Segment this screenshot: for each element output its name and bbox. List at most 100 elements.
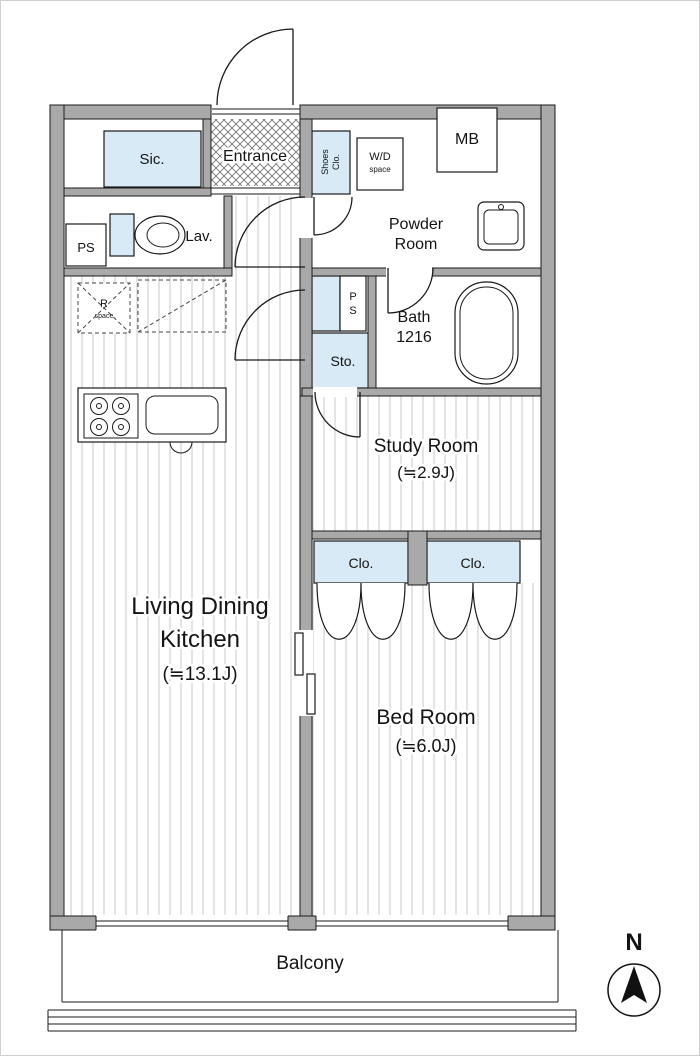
sic-label: Sic. <box>139 151 164 168</box>
ldk-size-label: (≒13.1J) <box>162 664 237 685</box>
balcony-windows <box>95 915 509 931</box>
study-room-label: Study Room <box>374 436 479 457</box>
room-labels: Sic. Entrance Shoes Clo. W/D space MB Po… <box>77 131 485 974</box>
kitchen-sink <box>145 395 219 435</box>
pipe-space-mid <box>339 275 367 332</box>
wall-segment <box>49 104 65 931</box>
wd-label: W/D <box>369 151 390 163</box>
cabinet-space <box>137 279 227 333</box>
stove-burner <box>90 418 108 436</box>
bedroom-sliding-door-panel <box>294 632 304 676</box>
closet-folding-door <box>360 582 406 640</box>
r-space-label: R <box>100 298 108 310</box>
counter-detail <box>169 441 193 454</box>
wall-segment <box>540 104 556 931</box>
north-compass: N <box>607 929 661 1017</box>
flooring-hatch <box>64 196 541 916</box>
closet-right-label: Clo. <box>461 555 486 571</box>
stove-burner-center <box>96 424 102 430</box>
entrance-tile-floor <box>211 119 300 186</box>
wall-segment <box>63 267 233 277</box>
study-door-opening <box>313 387 357 397</box>
wall-segment <box>49 104 212 120</box>
mb-label: MB <box>455 131 479 148</box>
hall-door-swing <box>234 196 306 268</box>
compass-north-label: N <box>625 929 642 956</box>
stove-burner-center <box>118 424 124 430</box>
toilet-bowl <box>134 215 186 255</box>
closet-left-label: Clo. <box>349 555 374 571</box>
hall-nook <box>311 275 341 332</box>
stove-burner-center <box>96 403 102 409</box>
bath-door-opening <box>386 267 432 277</box>
cabinet-space-diagonal <box>137 279 227 333</box>
powder-room-label: Powder <box>389 216 444 233</box>
wall-segment <box>367 275 377 389</box>
study-floor <box>312 396 541 531</box>
stove-burner-center <box>118 403 124 409</box>
bathtub <box>454 281 519 385</box>
toilet-bowl-inner <box>146 222 180 248</box>
bath-door-swing <box>387 267 434 314</box>
wall-pier <box>407 530 428 586</box>
ldk-window <box>96 915 288 931</box>
basin-faucet <box>498 204 504 210</box>
bath-size-label: 1216 <box>396 329 432 346</box>
closet-folding-door <box>428 582 474 640</box>
powder-room-door-swing <box>313 196 353 236</box>
bedroom-sliding-door-panel <box>306 673 316 715</box>
bedroom-size-label: (≒6.0J) <box>395 736 456 756</box>
wall-segment <box>63 187 212 197</box>
powder-door-opening <box>299 198 313 238</box>
entrance-area <box>211 108 300 195</box>
ldk-label: Kitchen <box>160 626 240 653</box>
wall-segment <box>299 104 556 120</box>
shoes-closet <box>311 130 351 195</box>
meter-box <box>436 107 498 173</box>
svg-text:Clo.: Clo. <box>331 154 341 170</box>
pipe-space-left <box>65 223 107 267</box>
bedroom-window <box>316 915 508 931</box>
ldk-floor <box>64 276 300 916</box>
washer-dryer-space <box>356 137 404 191</box>
ldk-door-swing <box>234 289 306 361</box>
stove-burner <box>90 397 108 415</box>
stove-unit <box>83 393 139 439</box>
bath-label: Bath <box>398 309 431 326</box>
utility-boxes <box>65 107 498 332</box>
entrance-label: Entrance <box>223 148 287 165</box>
doors <box>216 28 518 715</box>
study-door-swing <box>314 391 361 438</box>
wall-segment <box>202 118 212 197</box>
shoe-cabinet-sic <box>103 130 202 188</box>
ldk-label: Living Dining <box>131 593 268 620</box>
ps-left-label: PS <box>77 240 95 255</box>
entrance-door-swing <box>216 28 294 106</box>
wd-space-label: space <box>369 165 391 174</box>
refrigerator-space-cross <box>77 282 131 334</box>
closet-left <box>313 540 409 584</box>
toilet-tank <box>109 213 135 257</box>
ps-mid-label: P <box>349 291 356 303</box>
lav-label: Lav. <box>185 228 212 245</box>
sto-label: Sto. <box>331 353 356 369</box>
wall-segment <box>299 118 313 397</box>
balcony-label: Balcony <box>276 953 344 974</box>
compass-needle-icon <box>621 966 647 1003</box>
stove-burner <box>112 418 130 436</box>
shoes-closet-label: Shoes Clo. <box>320 149 341 175</box>
svg-text:Shoes: Shoes <box>320 149 330 175</box>
storage-boxes <box>103 130 521 584</box>
bedroom-floor <box>312 583 541 916</box>
wall-segment <box>223 195 233 277</box>
stove-burner <box>112 397 130 415</box>
fixtures <box>77 201 525 454</box>
ps-mid-label: S <box>349 305 356 317</box>
bathtub-inner <box>459 286 514 380</box>
balcony <box>47 930 577 1032</box>
r-space-label: space <box>95 313 114 320</box>
study-room-size-label: (≒2.9J) <box>397 463 455 482</box>
powder-room-label: Room <box>395 236 438 253</box>
